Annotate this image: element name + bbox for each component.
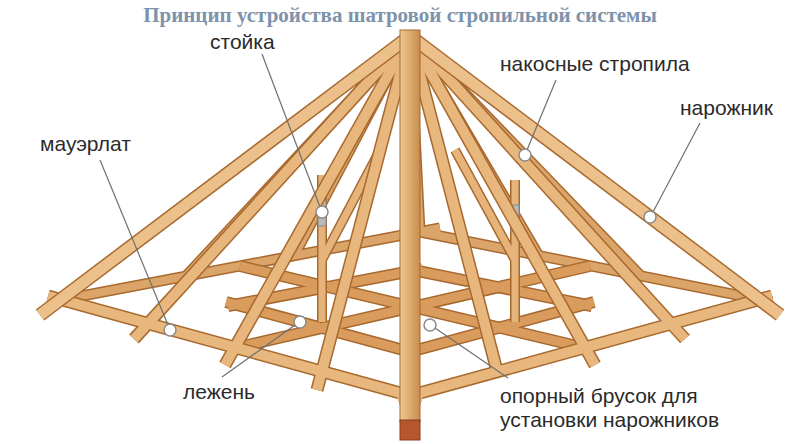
diagram-title: Принцип устройства шатровой стропильной … bbox=[0, 3, 800, 27]
part-label: накосные стропила bbox=[500, 52, 690, 76]
part-label: опорный брусок для установки нарожников bbox=[500, 384, 770, 432]
part-label: мауэрлат bbox=[40, 132, 131, 156]
part-label: нарожник bbox=[680, 96, 773, 120]
part-label: лежень bbox=[183, 380, 255, 404]
part-label: стойка bbox=[210, 30, 275, 54]
